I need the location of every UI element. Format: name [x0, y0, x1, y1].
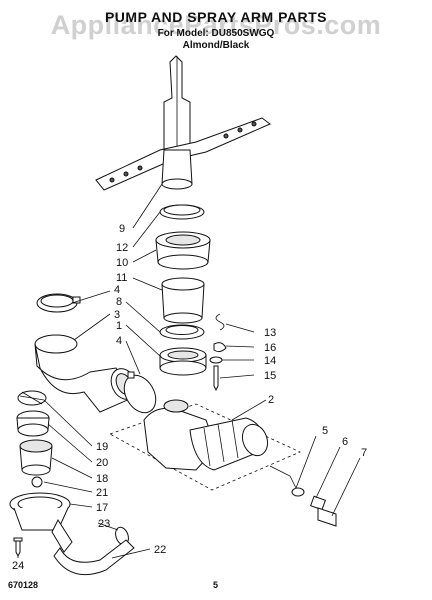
footer-code: 670128 [8, 580, 39, 590]
part-17-sump [9, 492, 73, 553]
part-4-clamp-upper [36, 293, 81, 313]
callout-13: 13 [264, 327, 276, 339]
callout-14: 14 [264, 355, 276, 367]
watermark: AppliancePartsPros.com [50, 10, 382, 40]
callout-16: 16 [264, 342, 276, 354]
part-19-grille [17, 390, 47, 406]
model-number: For Model: DU850SWGQ [157, 28, 275, 39]
leader-lines [17, 183, 361, 559]
footer-page-number: 5 [213, 580, 219, 590]
part-1-seal [159, 347, 207, 376]
callout-22: 22 [154, 544, 166, 556]
part-4-clamp-lower [123, 371, 157, 414]
callout-10: 10 [116, 257, 128, 269]
callout-6: 6 [342, 436, 348, 448]
callout-18: 18 [96, 473, 108, 485]
callout-7: 7 [361, 447, 367, 459]
small-hardware [209, 313, 227, 392]
callout-11: 11 [116, 272, 127, 284]
callout-19: 19 [96, 441, 108, 453]
part-5-6-7-hardware [269, 465, 337, 527]
callout-1: 1 [116, 320, 122, 332]
callout-12: 12 [116, 242, 128, 254]
part-10-nut [155, 231, 211, 270]
callout-labels: 9 12 10 11 4 8 3 1 4 13 16 14 15 2 5 6 7… [12, 223, 367, 572]
callout-5: 5 [322, 425, 328, 437]
color-variant: Almond/Black [182, 40, 250, 51]
callout-20: 20 [96, 457, 108, 469]
callout-15: 15 [264, 370, 276, 382]
callout-8: 8 [116, 296, 122, 308]
spray-arm [95, 55, 271, 191]
part-24-screw [13, 537, 23, 558]
diagram-title: PUMP AND SPRAY ARM PARTS [104, 9, 328, 25]
part-2-pump-motor [109, 399, 301, 491]
callout-9: 9 [119, 223, 125, 235]
part-8-ring [159, 324, 205, 340]
part-22-drain-hose [53, 539, 135, 576]
callout-4: 4 [114, 284, 120, 296]
callout-24: 24 [12, 560, 24, 572]
callout-3: 3 [114, 309, 120, 321]
part-11-cylinder [161, 277, 205, 324]
part-18-cap [19, 439, 53, 476]
callout-23: 23 [98, 518, 110, 530]
callout-17: 17 [96, 502, 108, 514]
part-3-hose [34, 334, 138, 413]
callout-2: 2 [268, 394, 274, 406]
part-20-filter [16, 410, 50, 437]
part-12-ring [159, 204, 205, 220]
callout-21: 21 [96, 487, 108, 499]
part-21-ball [31, 476, 43, 488]
callout-4b: 4 [116, 335, 122, 347]
